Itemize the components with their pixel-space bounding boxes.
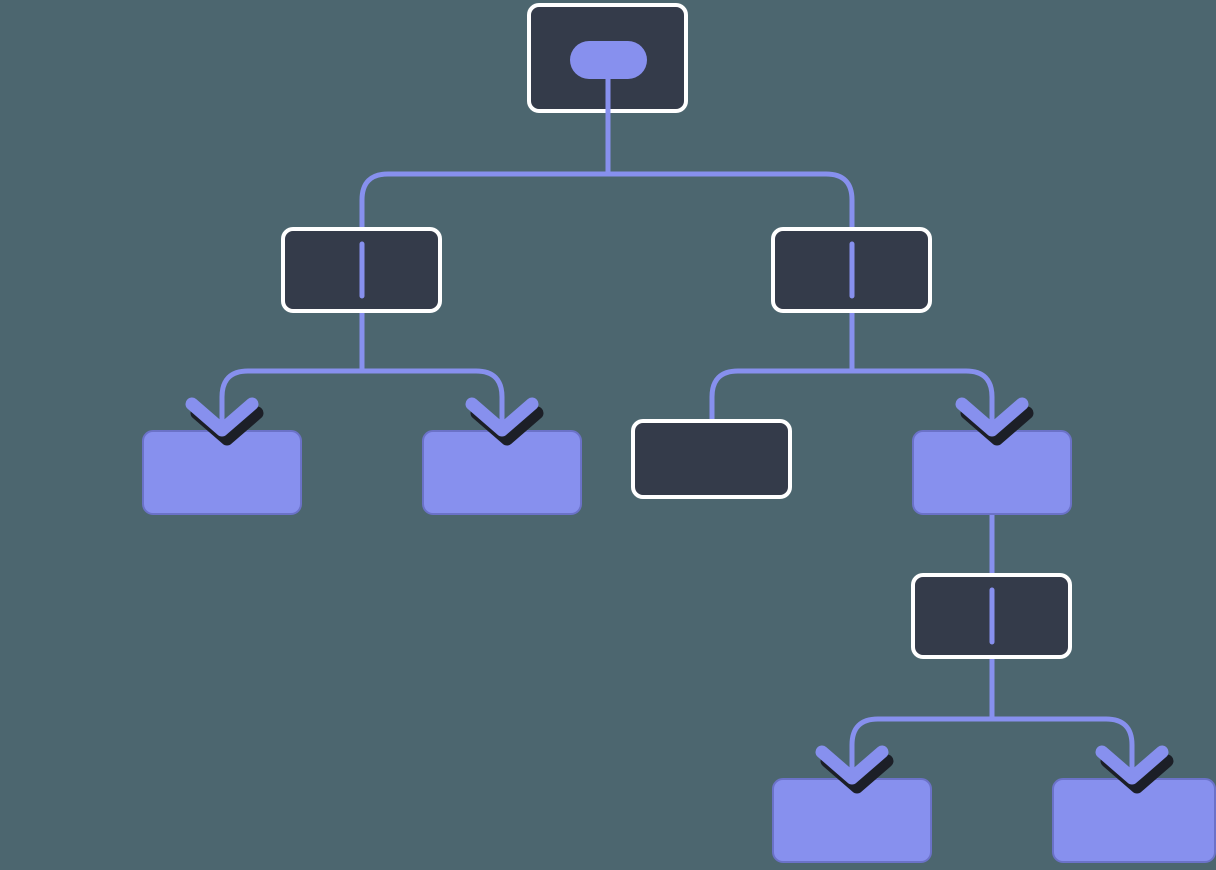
- edge-level1-right-to-branch-node-arrowhead: [955, 397, 1034, 446]
- level4-leaf-a[interactable]: [772, 778, 932, 863]
- edge-level1-left-to-leaf-b-arrowhead: [465, 397, 544, 446]
- level4-leaf-a-shape[interactable]: [772, 778, 932, 863]
- edge-root-to-level1-right: [605, 113, 855, 227]
- level1-left-node[interactable]: [281, 227, 442, 313]
- edge-level3-to-leaf-b: [989, 659, 1135, 778]
- edges-layer: [219, 113, 1135, 778]
- root-node-pill-marker: [570, 41, 647, 79]
- edge-level3-to-leaf-a-arrowhead-fill: [815, 745, 889, 785]
- edge-level3-to-leaf-b-arrowhead-fill: [1095, 745, 1169, 785]
- arrowheads-layer: [185, 397, 1174, 794]
- level2-branch-node[interactable]: [912, 430, 1072, 515]
- level2-leaf-b[interactable]: [422, 430, 582, 515]
- level2-branch-node-shape[interactable]: [912, 430, 1072, 515]
- nodes-layer: [142, 3, 1216, 863]
- edge-level1-right-to-dark-node: [709, 313, 855, 419]
- edge-level3-to-leaf-b-arrowhead: [1095, 745, 1174, 794]
- level1-right-node[interactable]: [771, 227, 932, 313]
- level2-leaf-a[interactable]: [142, 430, 302, 515]
- level2-leaf-b-shape[interactable]: [422, 430, 582, 515]
- edge-root-to-level1-left: [359, 113, 611, 227]
- level3-dark-node[interactable]: [911, 573, 1072, 659]
- root-node[interactable]: [527, 3, 688, 118]
- edge-level1-left-to-leaf-a-arrowhead: [185, 397, 264, 446]
- edge-level1-left-to-leaf-b-arrowhead-fill: [465, 397, 539, 437]
- edge-level1-right-to-branch-node: [849, 313, 995, 430]
- edge-level1-left-to-leaf-b: [359, 313, 505, 430]
- level2-dark-node-shape[interactable]: [631, 419, 792, 499]
- edge-level1-right-to-branch-node-arrowhead-fill: [955, 397, 1029, 437]
- edge-level3-to-leaf-a: [849, 659, 995, 778]
- edge-level1-left-to-leaf-a-arrowhead-fill: [185, 397, 259, 437]
- level2-dark-node[interactable]: [631, 419, 792, 499]
- edge-level1-left-to-leaf-a: [219, 313, 365, 430]
- level2-leaf-a-shape[interactable]: [142, 430, 302, 515]
- edge-level3-to-leaf-a-arrowhead: [815, 745, 894, 794]
